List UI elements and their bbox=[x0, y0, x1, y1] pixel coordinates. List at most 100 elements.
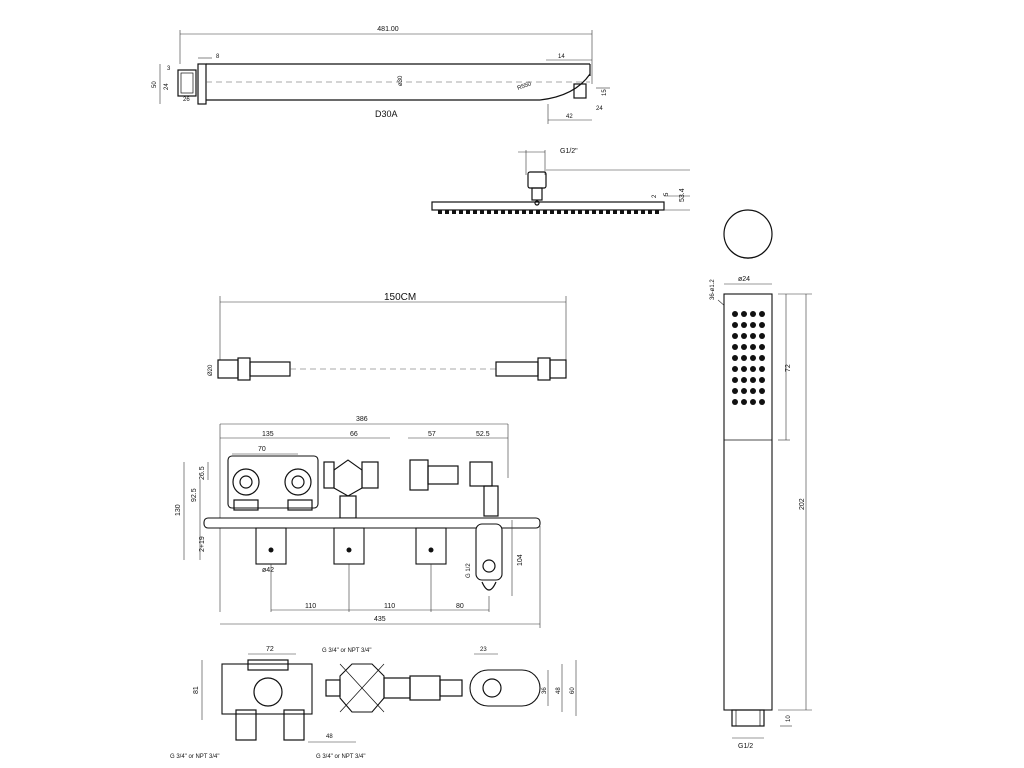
spray-hole bbox=[732, 322, 738, 328]
head-nozzle bbox=[473, 210, 477, 214]
valve-inner: 70 bbox=[258, 446, 266, 453]
head-nozzle bbox=[578, 210, 582, 214]
plan-top-dim: 72 bbox=[266, 646, 274, 653]
arm-tube-dia: ø30 bbox=[398, 75, 404, 86]
valve-outlet-height: 104 bbox=[517, 554, 524, 566]
spray-hole bbox=[732, 355, 738, 361]
spray-hole bbox=[732, 377, 738, 383]
head-dim-3: 53.4 bbox=[679, 188, 686, 202]
head-nozzle bbox=[515, 210, 519, 214]
head-nozzle bbox=[592, 210, 596, 214]
valve-h-total: 130 bbox=[175, 504, 182, 516]
head-nozzle bbox=[641, 210, 645, 214]
head-nozzle bbox=[494, 210, 498, 214]
head-nozzle bbox=[627, 210, 631, 214]
head-nozzle bbox=[550, 210, 554, 214]
head-nozzle bbox=[480, 210, 484, 214]
spray-hole bbox=[750, 377, 756, 383]
head-nozzle bbox=[543, 210, 547, 214]
hand-diameter: ø24 bbox=[738, 276, 750, 283]
shower-arm-drawing: 481.00 8 3 50 24 26 ø30 R550 14 15 24 42… bbox=[152, 26, 610, 124]
spray-hole bbox=[732, 388, 738, 394]
head-nozzle bbox=[529, 210, 533, 214]
spray-hole bbox=[759, 399, 765, 405]
shower-head-drawing: G1/2" 2 5 53.4 bbox=[431, 148, 690, 214]
spray-hole bbox=[759, 344, 765, 350]
head-nozzle bbox=[508, 210, 512, 214]
spray-hole bbox=[759, 377, 765, 383]
valve-plan-drawing: 72 G 3/4" or NPT 3/4" 23 81 36 48 60 48 … bbox=[170, 646, 577, 760]
head-nozzle bbox=[655, 210, 659, 214]
spray-hole bbox=[759, 366, 765, 372]
spray-hole bbox=[732, 366, 738, 372]
valve-h-low: 2+19 bbox=[199, 536, 206, 552]
spray-hole bbox=[750, 388, 756, 394]
head-nozzle bbox=[585, 210, 589, 214]
hose-diameter: Ø20 bbox=[208, 364, 214, 376]
spray-hole bbox=[741, 355, 747, 361]
hand-total-len: 202 bbox=[799, 498, 806, 510]
hand-shower-drawing: ø24 36-ø1.2 72 202 10 G1/2 bbox=[710, 209, 812, 750]
valve-h-mid: 92.5 bbox=[191, 488, 198, 502]
head-nozzle bbox=[452, 210, 456, 214]
valve-seg1: 135 bbox=[262, 431, 274, 438]
spray-hole bbox=[732, 333, 738, 339]
arm-square-a: 3 bbox=[167, 66, 171, 72]
spray-hole bbox=[750, 322, 756, 328]
spray-hole bbox=[759, 311, 765, 317]
hand-thread-len: 10 bbox=[786, 715, 792, 722]
valve-seg3: 57 bbox=[428, 431, 436, 438]
hand-holes: 36-ø1.2 bbox=[710, 279, 716, 300]
valve-spacing-b: 110 bbox=[384, 603, 395, 610]
head-nozzle bbox=[438, 210, 442, 214]
arm-flange-depth: 8 bbox=[216, 54, 220, 60]
spray-hole bbox=[741, 333, 747, 339]
spray-hole bbox=[732, 311, 738, 317]
spray-hole bbox=[750, 355, 756, 361]
valve-spacing-c: 80 bbox=[456, 603, 464, 610]
arm-drop-b: 24 bbox=[596, 106, 603, 112]
head-nozzle bbox=[557, 210, 561, 214]
head-nozzle bbox=[620, 210, 624, 214]
spray-hole bbox=[750, 366, 756, 372]
arm-drop: 15 bbox=[602, 89, 608, 96]
head-nozzle bbox=[445, 210, 449, 214]
valve-overall-top: 386 bbox=[356, 416, 368, 423]
head-dim-2: 5 bbox=[664, 192, 670, 196]
spray-hole bbox=[750, 333, 756, 339]
plan-offset: 48 bbox=[326, 734, 333, 740]
spray-hole bbox=[741, 344, 747, 350]
arm-length-label: 481.00 bbox=[377, 26, 399, 33]
valve-seg2: 66 bbox=[350, 431, 358, 438]
spray-hole bbox=[750, 344, 756, 350]
arm-model-label: D30A bbox=[375, 109, 398, 119]
head-nozzle bbox=[501, 210, 505, 214]
plan-height-a: 36 bbox=[542, 687, 548, 694]
spray-hole bbox=[741, 322, 747, 328]
head-nozzle bbox=[522, 210, 526, 214]
plan-depth: 81 bbox=[193, 686, 200, 694]
hose-drawing: 150CM Ø20 bbox=[208, 292, 567, 381]
hand-spray-len: 72 bbox=[785, 364, 792, 372]
arm-end-offset: 14 bbox=[558, 54, 565, 60]
head-nozzle bbox=[536, 210, 540, 214]
valve-outlet-thread: G 1/2 bbox=[466, 563, 472, 578]
plan-connection-top: G 3/4" or NPT 3/4" bbox=[322, 648, 372, 654]
head-nozzle-row bbox=[438, 210, 659, 214]
spray-hole bbox=[759, 355, 765, 361]
arm-radius: R550 bbox=[517, 81, 533, 92]
hand-thread: G1/2 bbox=[738, 743, 753, 750]
head-nozzle bbox=[487, 210, 491, 214]
plan-conn-right: G 3/4" or NPT 3/4" bbox=[316, 754, 366, 760]
valve-knob-dia: ø42 bbox=[262, 567, 274, 574]
spray-hole bbox=[741, 399, 747, 405]
plan-width-a: 23 bbox=[480, 647, 487, 653]
valve-seg4: 52.5 bbox=[476, 431, 490, 438]
spray-hole bbox=[759, 333, 765, 339]
spray-hole bbox=[759, 322, 765, 328]
spray-hole bbox=[732, 344, 738, 350]
spray-hole bbox=[759, 388, 765, 394]
head-nozzle bbox=[466, 210, 470, 214]
spray-hole bbox=[750, 311, 756, 317]
head-nozzle bbox=[564, 210, 568, 214]
